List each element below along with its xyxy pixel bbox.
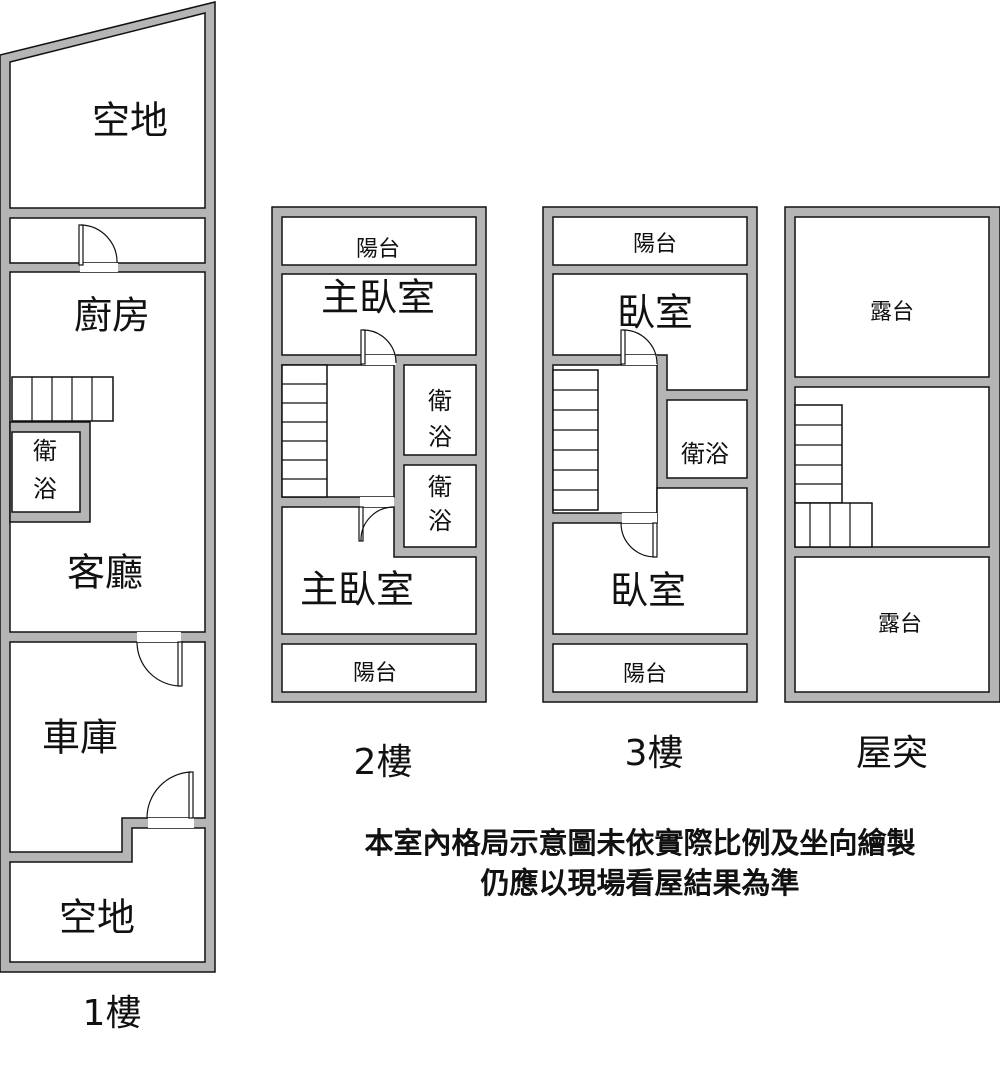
floor-1-garage <box>9 641 206 853</box>
floor-3-balcony-top <box>552 216 748 266</box>
room-label: 主臥室 <box>300 568 414 612</box>
room-label: 廚房 <box>74 294 150 338</box>
floor-2-plan: 陽台 主臥室 衛 浴 衛 浴 主臥室 陽台 2樓 <box>271 206 487 783</box>
floor-2-bath-a <box>403 364 477 456</box>
room-label: 臥室 <box>617 291 693 335</box>
room-label: 客廳 <box>67 551 143 595</box>
floor-label: 1樓 <box>83 993 142 1034</box>
floor-2-master-top-door[interactable] <box>360 329 397 365</box>
floor-3-plan: 陽台 臥室 衛浴 臥室 陽台 3樓 <box>542 206 758 774</box>
room-label: 衛 <box>33 437 57 465</box>
floor-3-bedroom-bottom-door[interactable] <box>620 513 658 558</box>
room-label: 陽台 <box>356 237 400 262</box>
room-label: 空地 <box>92 99 168 143</box>
floor-1-yard-bottom <box>9 827 206 963</box>
room-label: 衛 <box>428 473 452 501</box>
room-label: 車庫 <box>42 716 118 760</box>
floor-1-bath <box>11 431 81 513</box>
floor-2-balcony-top <box>281 216 477 266</box>
floor-2-balcony-bottom <box>281 643 477 693</box>
roof-plan: 露台 露台 屋突 <box>784 206 1000 774</box>
disclaimer-line-2: 仍應以現場看屋結果為準 <box>480 866 799 900</box>
floor-3-bedroom-top-door[interactable] <box>620 329 658 365</box>
floor-2-master-bottom-door[interactable] <box>358 497 395 542</box>
room-label: 浴 <box>33 475 57 503</box>
floor-1-stairs <box>11 376 114 422</box>
floor-2-stairs <box>281 364 328 498</box>
floor-3-stairs <box>552 369 599 511</box>
disclaimer-line-1: 本室內格局示意圖未依實際比例及坐向繪製 <box>364 826 915 860</box>
room-label: 露台 <box>878 612 922 637</box>
floor-2-master-top <box>281 273 477 356</box>
room-label: 露台 <box>870 300 914 325</box>
room-label: 陽台 <box>623 662 667 687</box>
floor-label: 屋突 <box>856 733 928 774</box>
floor-1-living-door[interactable] <box>136 632 183 687</box>
roof-stairs <box>794 404 873 548</box>
room-label: 主臥室 <box>321 276 435 320</box>
room-label: 陽台 <box>633 232 677 257</box>
room-label: 浴 <box>428 423 452 451</box>
roof-terrace-top <box>794 216 990 378</box>
room-label: 空地 <box>59 896 135 940</box>
floor-3-bath <box>666 399 748 479</box>
floor-1-corridor <box>9 217 206 264</box>
room-label: 浴 <box>428 507 452 535</box>
room-label: 衛 <box>428 387 452 415</box>
floor-label: 3樓 <box>625 733 684 774</box>
floor-label: 2樓 <box>354 742 413 783</box>
room-label: 衛浴 <box>681 440 729 468</box>
floor-1-plan: 空地 廚房 衛 浴 客廳 車庫 空地 1樓 <box>0 1 216 1034</box>
floor-3-bedroom-top <box>552 273 748 391</box>
room-label: 臥室 <box>610 569 686 613</box>
floor-1-garage-door[interactable] <box>146 771 194 828</box>
floor-2-bath-b <box>403 464 477 548</box>
floor-1-kitchen-door[interactable] <box>78 224 118 272</box>
room-label: 陽台 <box>353 661 397 686</box>
floor-3-balcony-bottom <box>552 643 748 693</box>
roof-terrace-bottom <box>794 556 990 693</box>
floor-1-yard-top <box>9 12 206 209</box>
